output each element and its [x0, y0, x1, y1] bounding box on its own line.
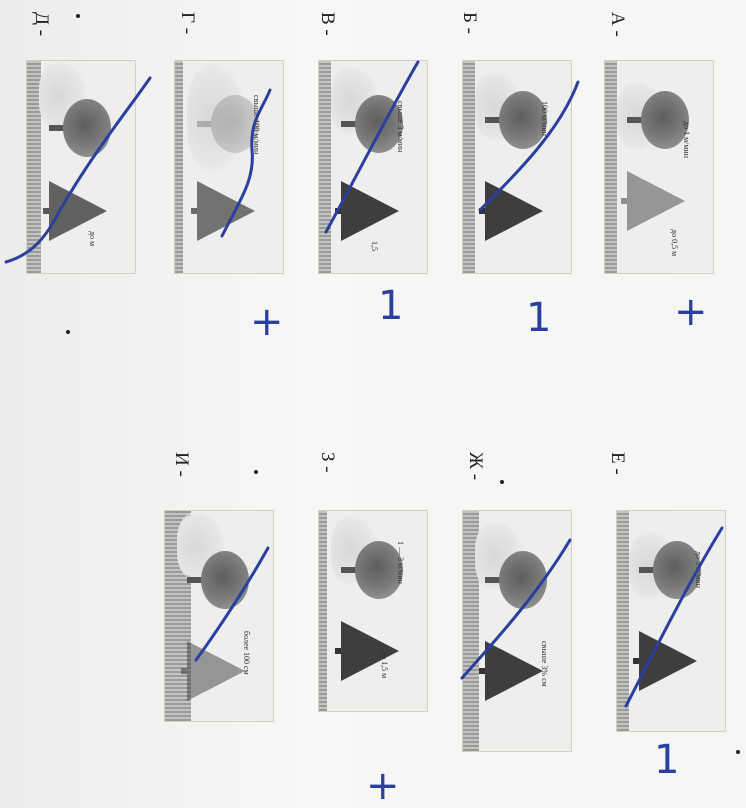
panel-caption: свыше 3% см — [540, 641, 549, 687]
conifer-tree — [333, 621, 399, 681]
panel-label-b: Б - — [459, 12, 480, 34]
conifer-tree — [477, 181, 543, 241]
ground — [319, 511, 327, 711]
conifer-tree — [333, 181, 399, 241]
panel-i: более 100 см — [164, 510, 274, 722]
ground — [605, 61, 617, 273]
deciduous-tree — [333, 541, 403, 601]
panel-label-d: Д - — [31, 12, 52, 37]
panel-label-zh: Ж - — [465, 452, 486, 481]
panel-label-g: Г - — [177, 12, 198, 35]
deciduous-tree — [631, 541, 701, 601]
panel-caption-extra: 1,5 — [370, 241, 379, 251]
panel-e: до 3 м/мин — [616, 510, 726, 732]
conifer-tree — [477, 641, 543, 701]
panel-caption: до 3 м/мин — [694, 551, 703, 588]
panel-label-e: Е - — [607, 452, 628, 475]
mark-e: 1 — [654, 737, 680, 783]
conifer-tree — [619, 171, 685, 231]
panel-zh: свыше 3% см — [462, 510, 572, 752]
deciduous-tree — [189, 95, 259, 155]
panel-g: свыше 100 м/мин — [174, 60, 284, 274]
panel-caption: до м — [88, 231, 97, 247]
deciduous-tree — [477, 91, 547, 151]
panel-v: свыше 3 м/мин 1,5 — [318, 60, 428, 274]
panel-caption: 100 м/мин — [540, 101, 549, 136]
panel-label-z: З - — [317, 452, 338, 473]
panel-z: 1 — 3 м/мин до 1,5 м — [318, 510, 428, 712]
conifer-tree — [189, 181, 255, 241]
conifer-tree — [631, 631, 697, 691]
panel-caption-extra: до 0,5 м — [670, 229, 679, 257]
panel-a: до 1 м/мин до 0,5 м — [604, 60, 714, 274]
dot — [66, 330, 70, 334]
panel-label-v: В - — [317, 12, 338, 36]
ground — [617, 511, 629, 731]
panel-caption-extra: до 1,5 м — [380, 651, 389, 679]
mark-z: + — [366, 763, 400, 808]
deciduous-tree — [333, 95, 403, 155]
panel-label-i: И - — [171, 452, 192, 477]
deciduous-tree — [477, 551, 547, 611]
dot — [500, 480, 504, 484]
panel-b: 100 м/мин — [462, 60, 572, 274]
dot — [736, 750, 740, 754]
conifer-tree — [41, 181, 107, 241]
panel-d: до м — [26, 60, 136, 274]
ground — [463, 61, 475, 273]
panel-caption: более 100 см — [242, 631, 251, 675]
deciduous-tree — [619, 91, 689, 151]
mark-a: + — [674, 289, 708, 335]
deciduous-tree — [179, 551, 249, 611]
panel-caption: 1 — 3 м/мин — [396, 541, 405, 584]
mark-g: + — [250, 299, 284, 345]
panel-label-a: А - — [607, 12, 628, 37]
panel-caption: до 1 м/мин — [682, 121, 691, 158]
mark-b: 1 — [526, 295, 552, 341]
deciduous-tree — [41, 99, 111, 159]
ground — [175, 61, 183, 273]
mark-v: 1 — [378, 283, 404, 329]
conifer-tree — [179, 641, 245, 701]
panel-caption: свыше 3 м/мин — [396, 101, 405, 153]
ground — [319, 61, 331, 273]
panel-caption: свыше 100 м/мин — [252, 95, 261, 155]
dot — [254, 470, 258, 474]
dot — [76, 14, 80, 18]
